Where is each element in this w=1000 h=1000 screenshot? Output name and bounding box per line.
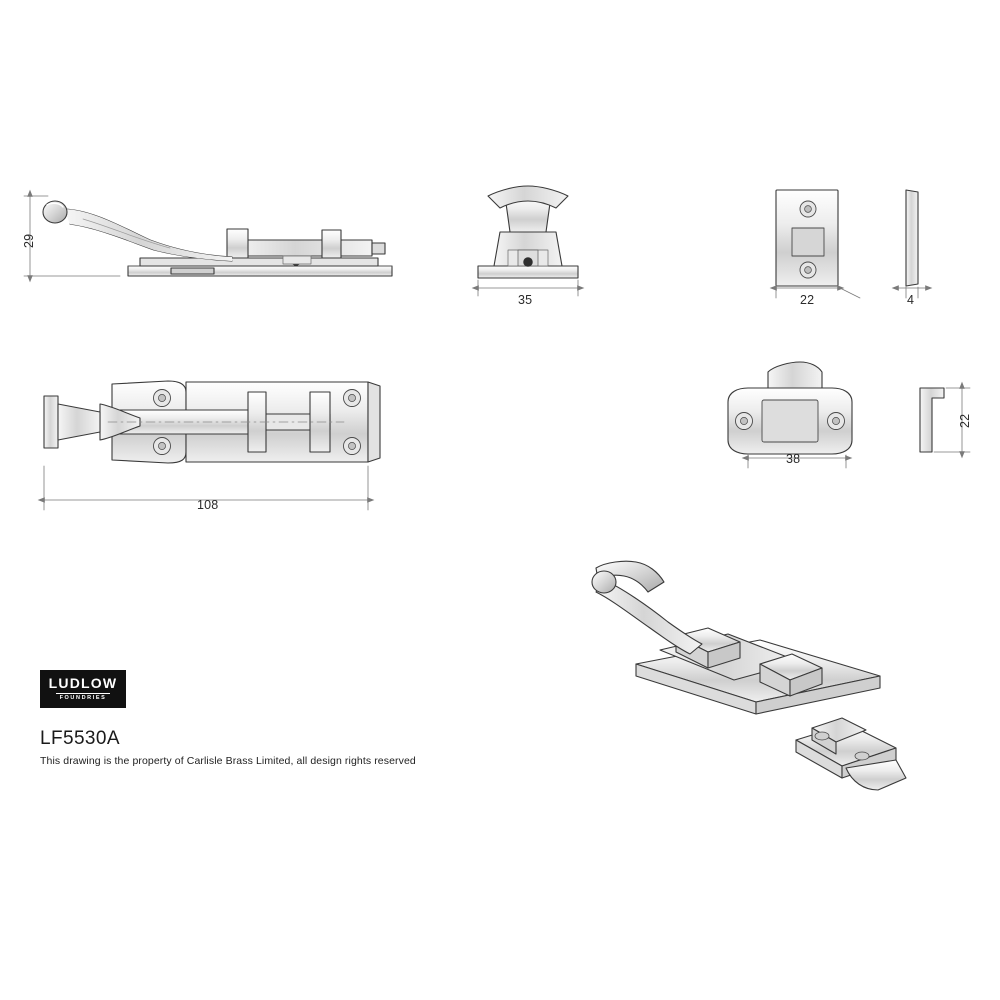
dimension-label-29: 29 — [22, 233, 36, 248]
dimension-22-keep-plate — [769, 285, 861, 299]
brand-name: LUDLOW — [48, 675, 118, 692]
dimension-label-22-keep-bracket: 22 — [958, 413, 972, 428]
view-keep-bracket-side — [919, 387, 945, 453]
dimension-22-keep-bracket — [933, 381, 971, 459]
view-keep-plate-front — [775, 189, 839, 287]
dimension-label-22-keep-plate: 22 — [800, 293, 815, 307]
view-side-elevation — [42, 200, 393, 277]
dimension-38 — [741, 454, 853, 469]
brand-logo: LUDLOW FOUNDRIES — [40, 670, 126, 708]
dimension-108 — [37, 465, 375, 511]
dimension-label-108: 108 — [197, 498, 219, 512]
dimension-label-38: 38 — [786, 452, 801, 466]
brand-subtitle: FOUNDRIES — [59, 695, 107, 702]
view-plan — [43, 380, 381, 464]
dimension-35 — [471, 279, 585, 297]
dimension-4 — [891, 285, 933, 299]
view-isometric — [591, 560, 907, 791]
logo-divider — [56, 693, 110, 695]
drawing-code: LF5530A — [40, 728, 120, 749]
dimension-label-35: 35 — [518, 293, 533, 307]
copyright-notice: This drawing is the property of Carlisle… — [40, 755, 416, 767]
view-keep-bracket-plan — [727, 361, 853, 455]
dimension-29 — [23, 189, 121, 283]
view-end-elevation — [477, 185, 579, 279]
view-keep-plate-edge — [905, 189, 919, 287]
dimension-label-4: 4 — [907, 293, 915, 307]
